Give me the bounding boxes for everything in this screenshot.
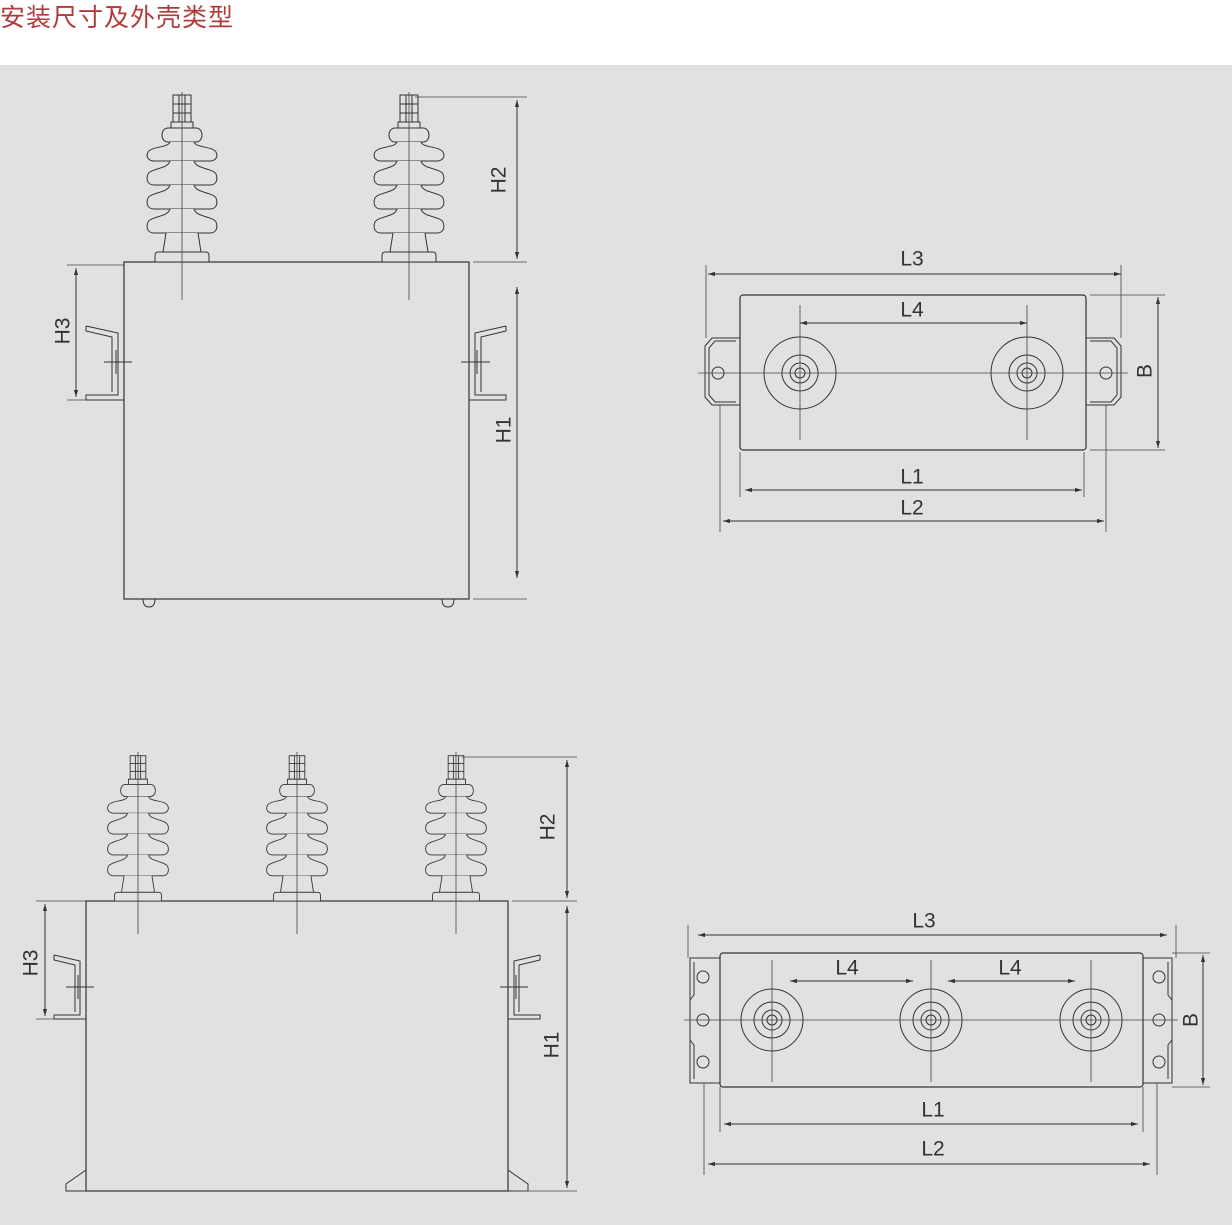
two-bushing-top-view: L3 L4 B L1 L2 bbox=[698, 248, 1165, 532]
mounting-ear-left bbox=[704, 337, 740, 406]
dimension-label-l4: L4 bbox=[998, 957, 1022, 980]
mounting-ear-right bbox=[1086, 337, 1122, 406]
mounting-foot-right bbox=[507, 1169, 529, 1192]
dimension-label-h2: H2 bbox=[537, 814, 560, 841]
dimension-label-l3: L3 bbox=[900, 248, 923, 271]
page-title: 安装尺寸及外壳类型 bbox=[0, 3, 235, 32]
dimension-label-h1: H1 bbox=[541, 1032, 564, 1059]
dimension-label-l1: L1 bbox=[921, 1099, 944, 1122]
three-bushing-front-view: H2 H1 H3 bbox=[20, 752, 577, 1192]
dimension-label-l2: L2 bbox=[900, 497, 923, 520]
mounting-bracket-left bbox=[53, 954, 94, 1020]
dimension-label-h2: H2 bbox=[488, 167, 511, 194]
capacitor-case bbox=[123, 261, 470, 600]
mounting-bracket-left bbox=[85, 325, 132, 401]
mounting-bracket-right bbox=[461, 325, 507, 401]
dimension-label-h1: H1 bbox=[493, 417, 516, 444]
capacitor-case bbox=[85, 900, 509, 1192]
dimension-label-b: B bbox=[1134, 364, 1157, 378]
three-bushing-top-view: L3 L4 L4 B L1 L2 bbox=[684, 910, 1210, 1175]
dimension-label-b: B bbox=[1180, 1013, 1203, 1027]
mounting-foot-left bbox=[65, 1169, 87, 1192]
dimension-label-l3: L3 bbox=[912, 910, 935, 933]
mounting-bracket-right bbox=[500, 954, 541, 1020]
capacitor-case-top bbox=[739, 294, 1087, 451]
dimension-label-h3: H3 bbox=[20, 950, 43, 977]
dimension-label-l2: L2 bbox=[921, 1138, 944, 1161]
two-bushing-front-view: H2 H1 H3 bbox=[52, 92, 527, 608]
dimension-label-l1: L1 bbox=[900, 466, 923, 489]
dimension-label-l4: L4 bbox=[900, 299, 924, 322]
dimension-label-h3: H3 bbox=[52, 318, 75, 345]
dimension-label-l4: L4 bbox=[835, 957, 859, 980]
